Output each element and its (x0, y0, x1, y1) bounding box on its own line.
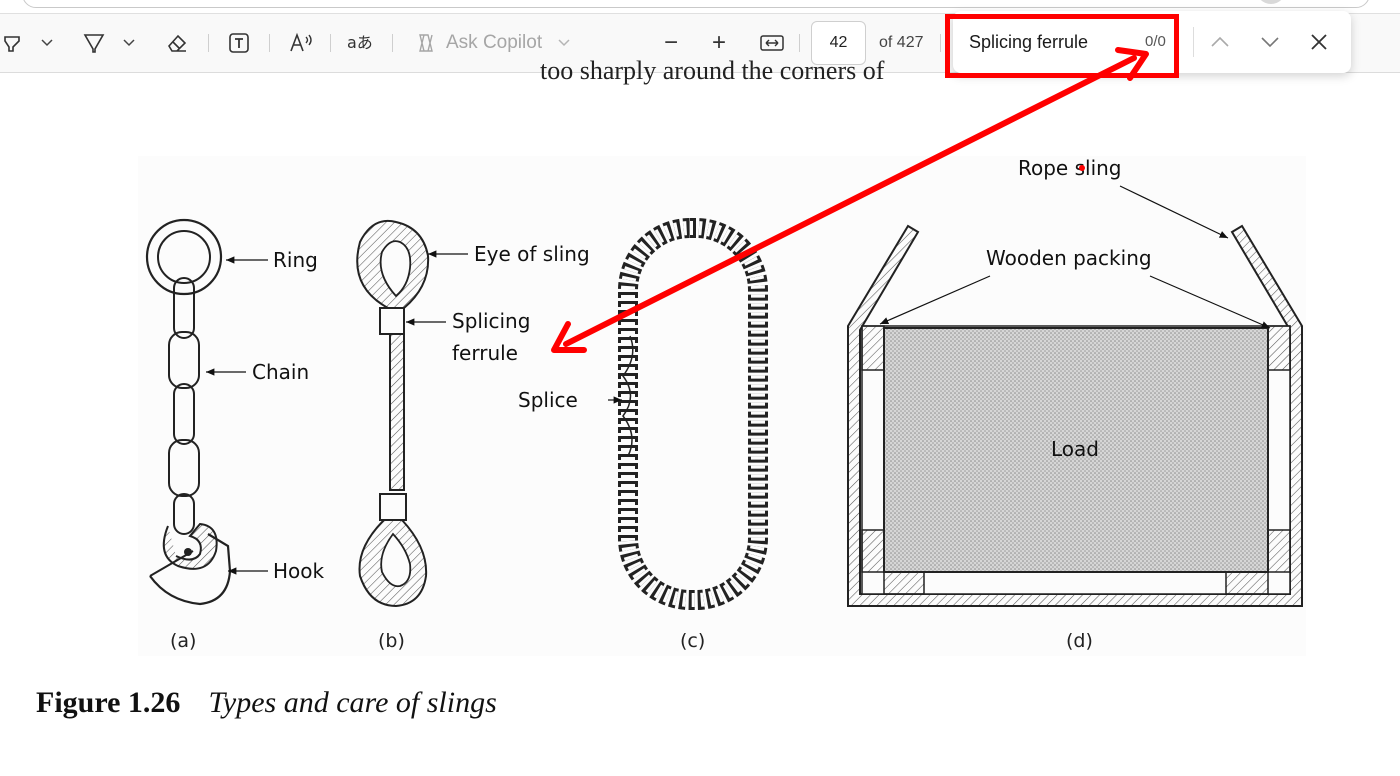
toolbar-separator (392, 34, 393, 52)
subfig-caption-c: (c) (680, 630, 706, 652)
chevron-down-icon[interactable] (558, 39, 570, 47)
chevron-down-icon (1261, 37, 1279, 48)
subfig-caption-a: (a) (170, 630, 197, 652)
chevron-up-icon (1211, 36, 1229, 47)
figure-image: Ring Chain Hook Eye of sling Splicing fe… (138, 156, 1306, 656)
load-rope-sling-drawing (847, 185, 1303, 607)
label-splicing: Splicing (452, 309, 531, 333)
svg-text:aあ: aあ (347, 33, 373, 52)
page-total-label: of 427 (879, 34, 924, 51)
page-number-input[interactable]: 42 (811, 21, 866, 65)
label-hook: Hook (273, 559, 325, 583)
fit-width-icon[interactable] (757, 14, 787, 72)
find-separator (1193, 27, 1194, 57)
figure-caption-number: Figure 1.26 (36, 686, 181, 719)
chain-sling-drawing (145, 218, 268, 606)
find-close-button[interactable] (1299, 11, 1339, 73)
toolbar-separator (799, 34, 800, 52)
find-result-count: 0/0 (1145, 33, 1166, 50)
translate-icon[interactable]: aあ (346, 14, 376, 72)
toolbar-separator (330, 34, 331, 52)
zoom-out-button[interactable]: − (664, 29, 679, 56)
wire-rope-sling-drawing (356, 220, 468, 608)
annotation-highlight-box (945, 14, 1179, 78)
text-box-icon[interactable] (225, 14, 253, 72)
subfig-caption-d: (d) (1066, 630, 1093, 652)
copilot-icon (419, 34, 433, 52)
endless-rope-sling-drawing (608, 218, 768, 610)
figure-caption-title: Types and care of slings (208, 686, 497, 719)
sling-diagram (145, 185, 1303, 610)
toolbar-separator (940, 34, 941, 52)
ask-copilot-label: Ask Copilot (446, 32, 543, 53)
close-icon (1311, 34, 1327, 50)
label-load: Load (1051, 437, 1099, 461)
find-input[interactable]: Splicing ferrule (969, 32, 1089, 52)
toolbar-separator (269, 34, 270, 52)
label-chain: Chain (252, 360, 310, 384)
read-aloud-icon[interactable] (287, 14, 317, 72)
subfig-caption-b: (b) (378, 630, 405, 652)
label-ring: Ring (273, 248, 318, 272)
toolbar-separator (208, 34, 209, 52)
annotation-dot (1079, 165, 1085, 171)
label-ferrule: ferrule (452, 341, 518, 365)
chevron-down-icon[interactable] (120, 14, 138, 72)
double-arrow-icon (551, 47, 1149, 353)
find-bar: Splicing ferrule 0/0 (953, 11, 1351, 73)
find-previous-button[interactable] (1200, 11, 1240, 73)
eraser-icon[interactable] (163, 14, 191, 72)
figure-caption: Figure 1.26 Types and care of slings (36, 686, 497, 720)
label-rope-sling: Rope sling (1018, 156, 1122, 180)
ask-copilot-button[interactable]: Ask Copilot (414, 14, 570, 72)
label-eye-of-sling: Eye of sling (474, 242, 590, 266)
label-wooden-packing: Wooden packing (986, 246, 1152, 270)
chevron-down-icon[interactable] (38, 14, 56, 72)
find-next-button[interactable] (1250, 11, 1290, 73)
label-splice: Splice (518, 388, 578, 412)
draw-tool-icon[interactable] (80, 14, 108, 72)
zoom-in-button[interactable]: + (712, 29, 727, 56)
page-body-text: too sharply around the corners of (540, 56, 885, 85)
highlight-tool-icon[interactable] (2, 14, 26, 72)
profile-avatar[interactable] (1256, 0, 1286, 4)
